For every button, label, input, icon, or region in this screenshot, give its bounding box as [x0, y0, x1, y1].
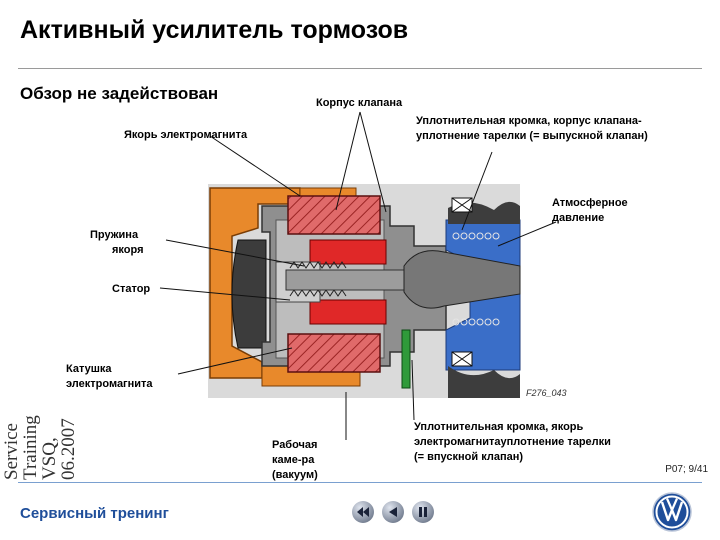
- label-solenoid-coil: Катушка электромагнита: [66, 363, 153, 390]
- page-number: P07; 9/41: [665, 464, 708, 475]
- label-valve-body: Корпус клапана: [316, 97, 403, 109]
- return-springs: [452, 232, 500, 326]
- armature-bottom: [309, 299, 387, 325]
- figure-code: F276_043: [526, 388, 567, 398]
- coil-bottom: [287, 333, 381, 373]
- page-subtitle: Обзор не задействован: [20, 84, 219, 103]
- label-atmospheric-pressure: Атмосферное давление: [552, 197, 628, 224]
- label-solenoid-armature: Якорь электромагнита: [124, 129, 248, 141]
- label-armature-spring: Пружина якоря: [90, 229, 144, 256]
- service-training-vertical: Service Training VSQ, 06.2007: [1, 415, 79, 480]
- diaphragm-bottom: [448, 366, 520, 398]
- label-outlet-seal: Уплотнительная кромка, корпус клапана- у…: [416, 115, 648, 142]
- armature-top: [309, 239, 387, 265]
- label-inlet-seal: Уплотнительная кромка, якорь электромагн…: [414, 421, 611, 463]
- push-rod: [403, 250, 521, 309]
- previous-button[interactable]: [382, 501, 404, 523]
- play-left-icon: [389, 507, 397, 517]
- footer-divider: [18, 482, 702, 483]
- title-divider: [18, 68, 702, 69]
- pause-button[interactable]: [412, 501, 434, 523]
- coil-top: [287, 195, 381, 235]
- vw-logo: [652, 492, 692, 532]
- end-cap: [231, 239, 267, 349]
- label-working-chamber: Рабочая каме-ра (вакуум): [272, 439, 318, 481]
- page-title: Активный усилитель тормозов: [20, 16, 409, 44]
- rewind-button[interactable]: [352, 501, 374, 523]
- leader-lines: [159, 111, 557, 440]
- green-seal: [401, 329, 411, 389]
- label-stator: Статор: [112, 283, 151, 295]
- footer-title: Сервисный тренинг: [20, 505, 169, 522]
- rewind-icon: [357, 507, 369, 517]
- plunger: [285, 269, 409, 291]
- pause-icon: [419, 507, 427, 517]
